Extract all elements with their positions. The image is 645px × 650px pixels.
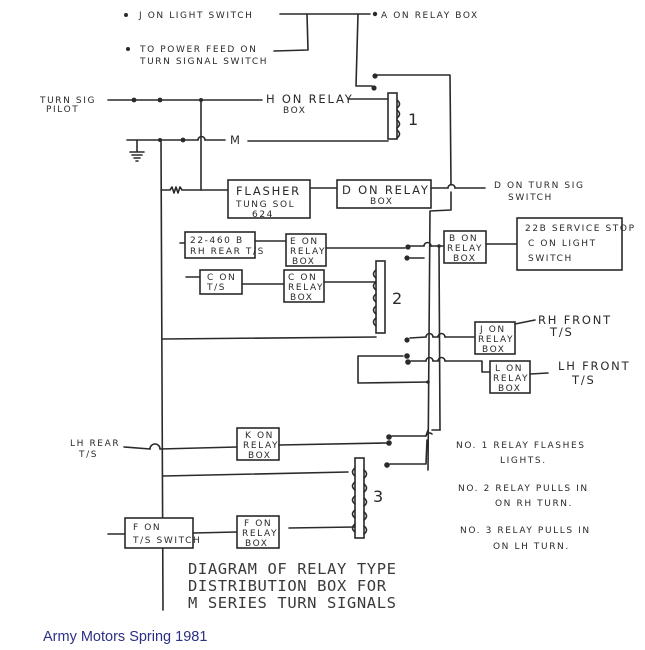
label-h-relay-box: BOX bbox=[283, 106, 307, 116]
c-relay-label-2: RELAY bbox=[288, 283, 324, 293]
f-relay-label-3: BOX bbox=[245, 539, 269, 549]
service-stop-box: 22B SERVICE STOP C ON LIGHT SWITCH bbox=[516, 217, 636, 271]
label-rh-front-1: RH FRONT bbox=[538, 313, 612, 327]
b-relay-label-2: RELAY bbox=[447, 244, 483, 254]
relay-2-coil: 2 bbox=[372, 260, 402, 334]
service-stop-label-3: SWITCH bbox=[528, 254, 573, 264]
relay-1-coil: 1 bbox=[387, 92, 418, 140]
b-relay-label-1: B ON bbox=[449, 234, 478, 244]
label-a-relay-box: A ON RELAY BOX bbox=[381, 11, 479, 21]
note-3-line-2: ON LH TURN. bbox=[493, 542, 570, 552]
label-h-relay: H ON RELAY bbox=[266, 92, 354, 106]
k-relay-label-1: K ON bbox=[245, 431, 274, 441]
diagram-title: DIAGRAM OF RELAY TYPE DISTRIBUTION BOX F… bbox=[188, 560, 397, 612]
f-switch-label-2: T/S SWITCH bbox=[132, 536, 201, 546]
d-relay-label-1: D ON RELAY bbox=[342, 183, 430, 197]
note-2-line-2: ON RH TURN. bbox=[495, 499, 573, 509]
b-relay-label-3: BOX bbox=[453, 254, 477, 264]
k-relay-label-3: BOX bbox=[248, 451, 272, 461]
service-stop-label-1: 22B SERVICE STOP bbox=[525, 224, 636, 234]
f-switch-box: F ON T/S SWITCH bbox=[124, 517, 201, 549]
label-lh-front-1: LH FRONT bbox=[558, 359, 630, 373]
c-relay-label-3: BOX bbox=[290, 293, 314, 303]
e-relay-label-2: RELAY bbox=[290, 247, 326, 257]
pilot-wiring: TURN SIG PILOT H ON RELAY BOX M bbox=[39, 92, 389, 191]
l-relay-label-2: RELAY bbox=[493, 374, 529, 384]
title-line-1: DIAGRAM OF RELAY TYPE bbox=[188, 560, 397, 578]
note-3-line-1: NO. 3 RELAY PULLS IN bbox=[460, 526, 591, 536]
b-relay-box: B ON RELAY BOX bbox=[443, 230, 487, 264]
relay-3-coil: 3 bbox=[351, 457, 383, 539]
l-relay-box: L ON RELAY BOX bbox=[489, 360, 531, 394]
label-turn-sig-pilot-1: TURN SIG bbox=[39, 96, 96, 106]
label-lh-front-2: T/S bbox=[571, 373, 596, 387]
c-relay-box: C ON RELAY BOX bbox=[283, 269, 325, 303]
note-2-line-1: NO. 2 RELAY PULLS IN bbox=[458, 484, 589, 494]
label-rh-front-2: T/S bbox=[549, 325, 574, 339]
e-relay-label-1: E ON bbox=[290, 237, 319, 247]
relay-3-number: 3 bbox=[373, 487, 383, 506]
f-relay-box: F ON RELAY BOX bbox=[236, 515, 280, 549]
rh-rear-box: 22-460 B RH REAR T/S bbox=[184, 231, 265, 259]
label-d-turn-sig-switch-1: D ON TURN SIG bbox=[494, 181, 585, 191]
j-relay-label-1: J ON bbox=[479, 325, 506, 335]
label-power-feed-2: TURN SIGNAL SWITCH bbox=[139, 57, 268, 67]
k-relay-label-2: RELAY bbox=[243, 441, 279, 451]
label-power-feed-1: TO POWER FEED ON bbox=[139, 45, 257, 55]
note-1-line-1: NO. 1 RELAY FLASHES bbox=[456, 441, 586, 451]
c-ts-label-2: T/S bbox=[206, 283, 226, 293]
rh-rear-label-1: 22-460 B bbox=[190, 236, 244, 246]
k-relay-box: K ON RELAY BOX bbox=[236, 427, 280, 461]
flasher-label-1: FLASHER bbox=[236, 184, 301, 198]
label-m: M bbox=[230, 133, 242, 147]
e-relay-label-3: BOX bbox=[292, 257, 316, 267]
source-caption: Army Motors Spring 1981 bbox=[43, 629, 208, 645]
title-line-2: DISTRIBUTION BOX FOR bbox=[188, 577, 387, 595]
rh-rear-label-2: RH REAR T/S bbox=[190, 247, 265, 257]
label-d-turn-sig-switch-2: SWITCH bbox=[508, 193, 553, 203]
label-lh-rear-2: T/S bbox=[78, 450, 98, 460]
relay-notes: NO. 1 RELAY FLASHES LIGHTS. NO. 2 RELAY … bbox=[456, 441, 591, 552]
label-lh-rear-1: LH REAR bbox=[70, 439, 120, 449]
title-line-3: M SERIES TURN SIGNALS bbox=[188, 594, 397, 612]
l-relay-label-1: L ON bbox=[495, 364, 523, 374]
d-relay-box: D ON RELAY BOX bbox=[336, 179, 432, 209]
service-stop-label-2: C ON LIGHT bbox=[528, 239, 597, 249]
f-switch-label-1: F ON bbox=[133, 523, 161, 533]
relay-2-number: 2 bbox=[392, 289, 402, 308]
note-1-line-2: LIGHTS. bbox=[500, 456, 547, 466]
c-ts-box: C ON T/S bbox=[199, 269, 243, 295]
j-relay-label-3: BOX bbox=[482, 345, 506, 355]
f-relay-label-2: RELAY bbox=[242, 529, 278, 539]
flasher-label-2: TUNG SOL bbox=[235, 200, 295, 210]
top-feed-wiring: J ON LIGHT SWITCH TO POWER FEED ON TURN … bbox=[124, 11, 479, 186]
j-relay-label-2: RELAY bbox=[478, 335, 514, 345]
label-j-light-switch: J ON LIGHT SWITCH bbox=[138, 11, 253, 21]
f-relay-label-1: F ON bbox=[244, 519, 272, 529]
c-relay-label-1: C ON bbox=[288, 273, 317, 283]
l-relay-label-3: BOX bbox=[498, 384, 522, 394]
relay-1-number: 1 bbox=[408, 110, 418, 129]
label-turn-sig-pilot-2: PILOT bbox=[46, 105, 79, 115]
e-relay-box: E ON RELAY BOX bbox=[285, 233, 327, 267]
flasher-label-3: 624 bbox=[252, 210, 274, 220]
c-ts-label-1: C ON bbox=[207, 273, 236, 283]
d-relay-label-2: BOX bbox=[370, 197, 394, 207]
flasher-unit: FLASHER TUNG SOL 624 bbox=[227, 179, 311, 220]
j-relay-box: J ON RELAY BOX bbox=[474, 321, 516, 355]
